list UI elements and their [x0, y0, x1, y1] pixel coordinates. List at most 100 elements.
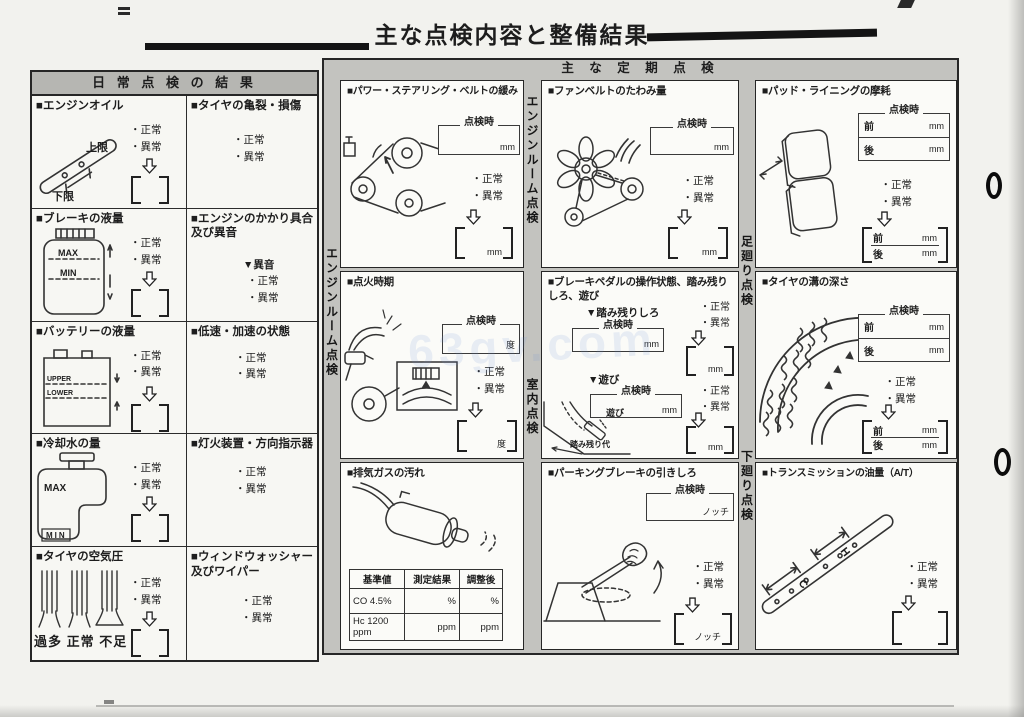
panel-parking-brake: ■パーキングブレーキの引きしろ 点検時 ノッチ ・正常 ・異常	[541, 462, 739, 650]
daily-inspection-panel: 日 常 点 検 の 結 果 ■エンジンオイル 上限 下限 ・正常 ・異常	[30, 70, 319, 662]
engine-room-strip-label: エンジンルーム点検	[525, 95, 539, 226]
tire-pressure-drawing	[34, 569, 126, 629]
rear-label: 後	[873, 441, 883, 452]
down-arrow-icon	[677, 209, 692, 225]
ps-belt-drawing	[341, 123, 449, 235]
result-bracket: mm	[668, 227, 728, 259]
cell-brake-fluid: ■ブレーキの液量 MAX MIN ・正常 ・異常	[32, 208, 187, 322]
page-edge-shadow	[0, 705, 1024, 717]
exhaust-hc-adjusted: ppm	[458, 613, 504, 641]
result-bracket: ノッチ	[674, 613, 732, 645]
abnormal-label: ・異常	[247, 291, 279, 304]
result-bracket: mm	[686, 346, 734, 376]
down-arrow-icon	[466, 209, 481, 225]
mm-unit: mm	[500, 142, 515, 152]
check-time-legend: 点検時	[617, 387, 655, 397]
pad-lining-title: ■パッド・ライニングの摩耗	[762, 85, 891, 97]
down-arrow-icon	[901, 595, 916, 611]
check-time-legend: 点検時	[885, 106, 923, 116]
periodic-inspection-panel: 主 な 定 期 点 検 エンジンルーム点検 エンジンルーム点検 室内点検 足廻り…	[322, 58, 959, 655]
rear-label: 後	[864, 145, 874, 157]
mm-unit: mm	[662, 405, 677, 415]
cell-tire-damage: ■タイヤの亀裂・損傷 ・正常 ・異常	[187, 96, 317, 209]
tire-pressure-states-label: 過多 正常 不足	[34, 634, 128, 650]
abnormal-label: ・異常	[130, 140, 162, 153]
mm-unit: mm	[922, 248, 937, 258]
engine-start-title: ■エンジンのかかり具合 及び異音	[191, 212, 313, 240]
normal-label: ・正常	[130, 577, 162, 590]
front-label: 前	[864, 323, 874, 334]
at-dipstick-drawing: C H	[758, 487, 898, 627]
normal-label: ・正常	[235, 466, 267, 479]
speed-state-title: ■低速・加速の状態	[191, 325, 290, 338]
mm-unit: mm	[929, 120, 944, 131]
abnormal-label: ・異常	[700, 402, 730, 413]
pedal-play-note: 遊び	[606, 407, 625, 418]
cell-engine-oil: ■エンジンオイル 上限 下限 ・正常 ・異常	[32, 96, 187, 209]
abnormal-label: ・異常	[130, 253, 162, 266]
mm-unit: mm	[487, 247, 502, 257]
ps-belt-title: ■パワー・ステアリング・ベルトの緩み	[347, 86, 518, 97]
binder-hole	[986, 172, 1002, 199]
mm-unit: mm	[702, 247, 717, 257]
fan-belt-title: ■ファンベルトのたわみ量	[548, 85, 667, 97]
battery-lower-label: LOWER	[47, 390, 73, 397]
periodic-column-b: ■ファンベルトのたわみ量	[541, 77, 739, 653]
down-arrow-icon	[468, 402, 483, 418]
pedal-play-label: ▼遊び	[588, 374, 620, 386]
result-bracket	[892, 611, 948, 645]
brake-min-label: MIN	[60, 268, 77, 278]
mm-unit: mm	[708, 442, 723, 452]
rear-label: 後	[864, 346, 874, 358]
cell-washer-wiper: ■ウィンドウォッシャー 及びワイパー ・正常 ・異常	[187, 547, 317, 660]
check-time-legend: 点検時	[671, 486, 709, 496]
result-bracket	[131, 403, 169, 432]
tire-groove-title: ■タイヤの溝の深さ	[762, 276, 850, 288]
periodic-column-c: ■パッド・ライニングの摩耗 点検時 前 mm 後 mm	[755, 77, 957, 653]
engine-oil-title: ■エンジンオイル	[36, 100, 124, 112]
mm-unit: mm	[644, 339, 659, 349]
scan-artifact	[96, 705, 954, 707]
engine-room-strip-label: エンジンルーム点検	[324, 247, 339, 378]
title-rule-left	[145, 43, 369, 50]
engine-oil-dipstick-drawing: 上限 下限	[34, 118, 128, 203]
battery-drawing: UPPER LOWER	[34, 340, 126, 430]
abnormal-label: ・異常	[884, 392, 917, 405]
battery-title: ■バッテリーの液量	[36, 325, 135, 338]
down-arrow-icon	[142, 611, 157, 628]
exhaust-hc-measured: ppm	[404, 613, 460, 641]
mm-unit: mm	[714, 142, 729, 152]
fan-belt-drawing	[544, 125, 659, 237]
ignition-timing-drawing	[341, 300, 461, 432]
abnormal-label: ・異常	[130, 366, 162, 379]
scan-artifact	[897, 0, 915, 8]
lights-title: ■灯火装置・方向指示器	[191, 438, 313, 451]
down-arrow-icon	[877, 211, 892, 227]
result-bracket	[131, 288, 169, 317]
panel-pad-lining: ■パッド・ライニングの摩耗 点検時 前 mm 後 mm	[755, 80, 957, 268]
cell-tire-pressure: ■タイヤの空気圧 過多 正常 不足 ・正常 ・異常	[32, 547, 187, 660]
abnormal-label: ・異常	[241, 611, 273, 624]
notch-unit: ノッチ	[702, 507, 729, 517]
cell-coolant: ■冷却水の量 MAX MIN ・正常 ・異常	[32, 434, 187, 548]
cell-engine-start: ■エンジンのかかり具合 及び異音 ▼異音 ・正常 ・異常	[187, 209, 317, 322]
mm-unit: mm	[922, 439, 937, 450]
exhaust-col-measured: 測定結果	[404, 569, 460, 589]
abnormal-label: ・異常	[473, 382, 506, 395]
exhaust-hc-standard: Hc 1200 ppm	[348, 613, 406, 641]
down-arrow-icon	[142, 386, 157, 402]
abnormal-label: ・異常	[233, 150, 265, 163]
normal-label: ・正常	[700, 302, 730, 313]
front-label: 前	[873, 234, 883, 245]
abnormal-label: ・異常	[130, 479, 162, 492]
abnormal-label: ・異常	[471, 189, 504, 202]
normal-label: ・正常	[884, 376, 917, 388]
normal-label: ・正常	[682, 175, 715, 187]
oil-lower-label: 下限	[52, 189, 74, 203]
down-arrow-icon	[142, 158, 157, 174]
abnormal-label: ・異常	[235, 368, 267, 381]
cell-speed-state: ■低速・加速の状態 ・正常 ・異常	[187, 322, 317, 435]
